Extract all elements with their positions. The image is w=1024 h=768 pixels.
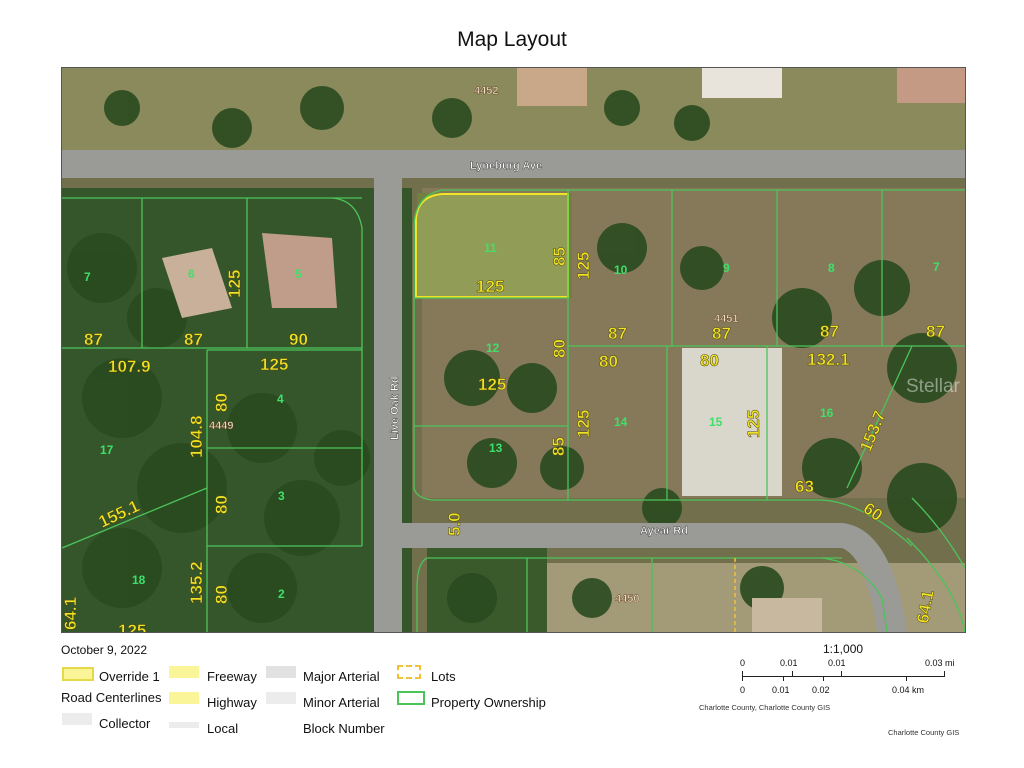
mi-tick: 0.03 mi <box>925 658 955 668</box>
legend-override: Override 1 <box>99 669 160 684</box>
km-tick: 0 <box>740 685 746 695</box>
lot-number: 14 <box>614 415 628 429</box>
mi-tick: 0 <box>740 658 746 668</box>
dimension-label: 125 <box>478 375 506 394</box>
legend-collector: Collector <box>99 716 151 731</box>
dimension-label: 87 <box>608 324 627 343</box>
lot-number: 4 <box>277 392 284 406</box>
dimension-label: 85 <box>549 437 568 456</box>
mi-tick: 0.01 <box>828 658 846 668</box>
dimension-label: 64.1 <box>62 597 80 630</box>
dimension-label: 107.9 <box>108 357 151 376</box>
legend-freeway: Freeway <box>207 669 257 684</box>
aerial-map[interactable]: Lyneburg Ave Live Oak Rd Ayear Rd 4452 4… <box>62 68 965 632</box>
dimension-label: 90 <box>289 330 308 349</box>
lot-number: 15 <box>709 415 723 429</box>
dimension-label: 5.0 <box>445 512 464 536</box>
dimension-label: 125 <box>225 270 244 298</box>
dimension-label: 80 <box>212 585 231 604</box>
legend-road-centerlines: Road Centerlines <box>61 690 162 705</box>
lot-number: 13 <box>489 441 503 455</box>
lot-number: 3 <box>278 489 285 503</box>
collector-swatch <box>62 713 92 725</box>
watermark: Stellar MLS <box>906 376 965 397</box>
road-label-ayear: Ayear Rd <box>640 525 688 537</box>
road-label-live-oak: Live Oak Rd <box>389 376 401 440</box>
lot-number: 7 <box>933 260 940 274</box>
dimension-label: 80 <box>212 393 231 412</box>
block-number: 4450 <box>615 593 639 605</box>
dimension-label: 125 <box>260 355 288 374</box>
dimension-label: 63 <box>795 477 814 496</box>
lot-number: 8 <box>828 261 835 275</box>
lot-number: 11 <box>484 241 497 255</box>
highway-swatch <box>169 692 199 704</box>
dimension-label: 125 <box>744 410 763 438</box>
minor-arterial-swatch <box>266 692 296 704</box>
dimension-label: 87 <box>820 322 839 341</box>
legend-minor-arterial: Minor Arterial <box>303 695 380 710</box>
scale-ratio: 1:1,000 <box>823 642 864 656</box>
legend-local: Local <box>207 721 239 736</box>
scale-bar: 1:1,000 0 0.01 0.01 0.03 mi 0 0.01 0.02 … <box>735 642 965 712</box>
scale-line <box>742 676 945 677</box>
page-title: Map Layout <box>457 28 567 51</box>
major-arterial-swatch <box>266 666 296 678</box>
credit-left: Charlotte County, Charlotte County GIS <box>699 703 831 712</box>
dimension-label: 125 <box>574 252 593 280</box>
lot-number: 2 <box>278 587 285 601</box>
block-number: 4449 <box>209 420 233 432</box>
lot-number: 5 <box>295 267 302 281</box>
dimension-label: 80 <box>550 339 569 358</box>
freeway-swatch <box>169 666 199 678</box>
km-tick: 0.04 km <box>892 685 925 695</box>
km-tick: 0.01 <box>772 685 790 695</box>
dimension-label: 104.8 <box>187 415 206 458</box>
credit-right: Charlotte County GIS <box>888 728 960 737</box>
dimension-label: 80 <box>599 352 618 371</box>
property-ownership-swatch <box>397 691 425 705</box>
dimension-label: 80 <box>700 351 719 370</box>
lot-number: 10 <box>614 263 628 277</box>
dimension-label: 87 <box>84 330 103 349</box>
lot-number: 16 <box>820 406 834 420</box>
dimension-label: 135.2 <box>187 561 206 604</box>
lot-number: 6 <box>188 267 195 281</box>
dimension-label: 80 <box>212 495 231 514</box>
legend-major-arterial: Major Arterial <box>303 669 380 684</box>
lot-number: 17 <box>100 443 114 457</box>
legend-lots: Lots <box>431 669 456 684</box>
dimension-label: 125 <box>118 621 146 632</box>
lot-number: 12 <box>486 341 500 355</box>
lot-number: 18 <box>132 573 146 587</box>
dimension-label: 87 <box>712 324 731 343</box>
dimension-label: 125 <box>476 277 504 296</box>
local-swatch <box>169 722 199 728</box>
lots-swatch <box>397 665 421 679</box>
block-number: 4452 <box>474 85 498 97</box>
dimension-label: 87 <box>926 322 945 341</box>
date-label: October 9, 2022 <box>61 643 148 657</box>
legend-block-number: Block Number <box>303 721 385 736</box>
block-number: 4451 <box>714 313 738 325</box>
road-label-lyneburg: Lyneburg Ave <box>470 160 542 172</box>
dimension-label: 125 <box>574 410 593 438</box>
lot-number: 7 <box>84 270 91 284</box>
override-swatch <box>62 667 94 681</box>
lot-number: 9 <box>723 261 730 275</box>
km-tick: 0.02 <box>812 685 830 695</box>
dimension-label: 87 <box>184 330 203 349</box>
dimension-label: 85 <box>550 247 569 266</box>
legend-property-ownership: Property Ownership <box>431 695 546 710</box>
dimension-label: 132.1 <box>807 350 850 369</box>
legend-highway: Highway <box>207 695 257 710</box>
map-view[interactable]: Lyneburg Ave Live Oak Rd Ayear Rd 4452 4… <box>61 67 966 633</box>
mi-tick: 0.01 <box>780 658 798 668</box>
